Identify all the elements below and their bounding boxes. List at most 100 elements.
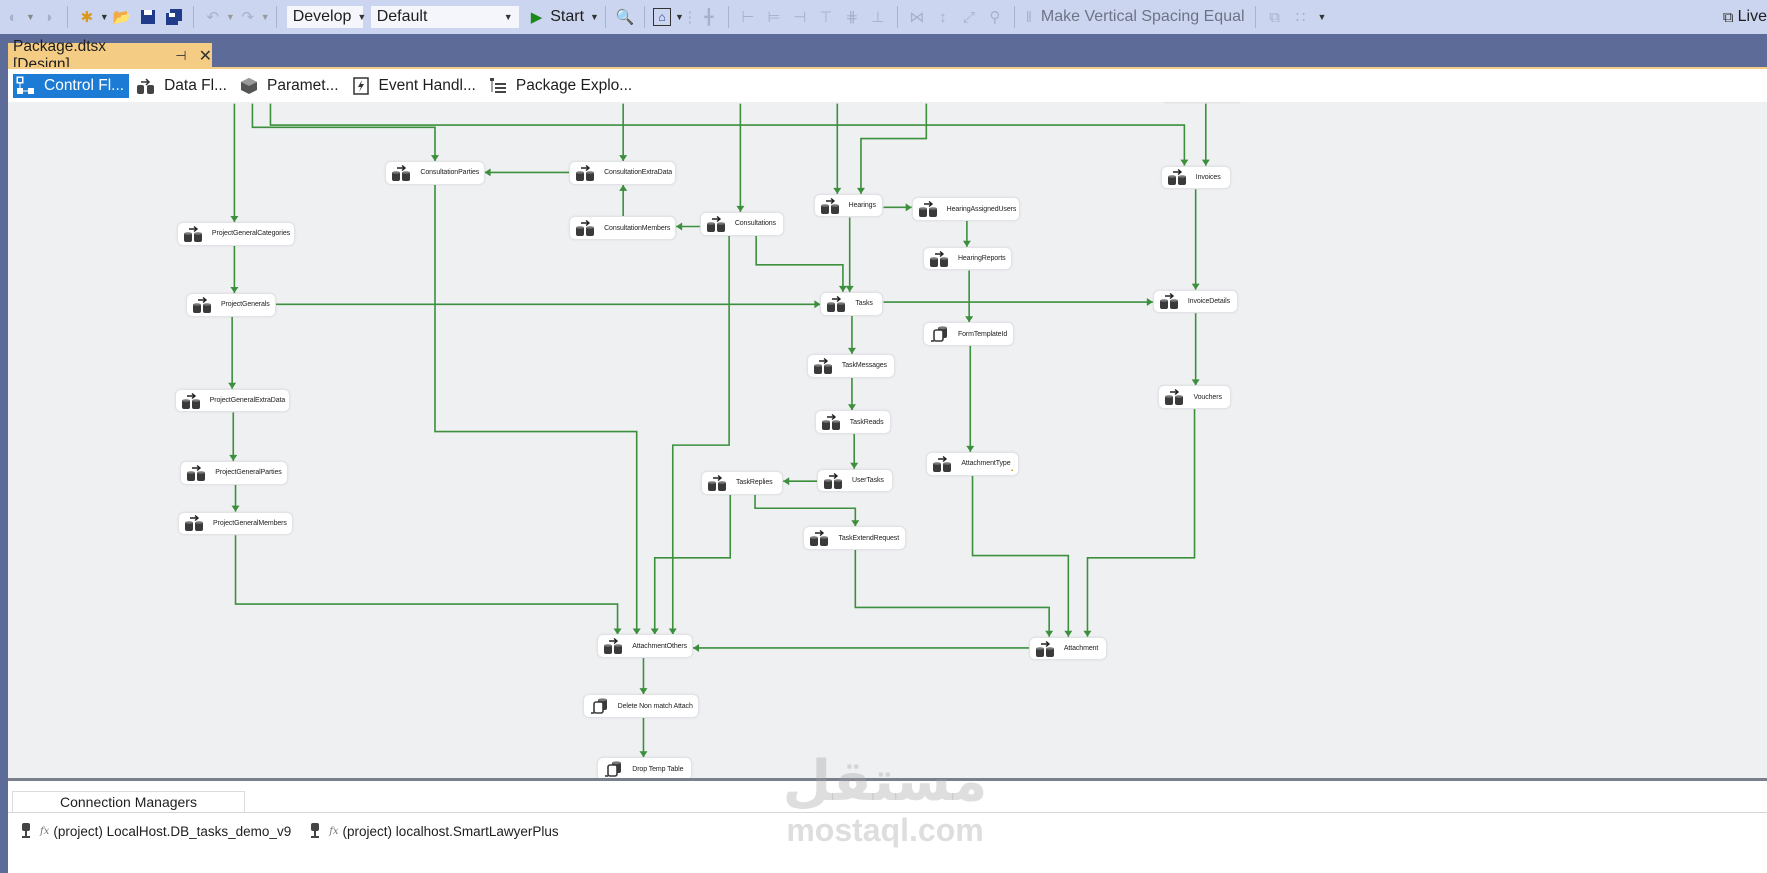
warning-icon[interactable] bbox=[1010, 458, 1013, 472]
align-to-grid-icon[interactable]: ╋ bbox=[704, 9, 714, 26]
align-lefts-icon[interactable]: ⊢ bbox=[741, 9, 755, 26]
task-invoices[interactable]: Invoices bbox=[1160, 165, 1231, 190]
task-hearing-reports[interactable]: HearingReports bbox=[922, 246, 1012, 271]
find-in-files-icon[interactable]: 🔍 bbox=[615, 9, 635, 26]
constraint-arrowhead bbox=[1191, 283, 1200, 290]
home-icon[interactable]: ⌂ bbox=[652, 8, 671, 26]
align-rights-icon[interactable]: ⊣ bbox=[793, 9, 807, 26]
toolbar-overflow-caret[interactable]: ▼ bbox=[1317, 12, 1327, 22]
align-centers-icon[interactable]: ⊨ bbox=[767, 9, 781, 26]
precedence-constraint[interactable] bbox=[434, 184, 638, 635]
precedence-constraint[interactable] bbox=[251, 103, 436, 162]
task-consultation-extra-data[interactable]: ConsultationExtraData bbox=[569, 161, 677, 185]
precedence-constraint[interactable] bbox=[971, 475, 1070, 637]
task-tasks[interactable]: Tasks bbox=[820, 291, 884, 316]
align-bottoms-icon[interactable]: ⊥ bbox=[871, 9, 885, 26]
close-icon[interactable]: ✕ bbox=[198, 47, 212, 65]
undo-icon[interactable]: ↶ bbox=[206, 9, 220, 26]
connection-manager-item[interactable]: fx (project) LocalHost.DB_tasks_demo_v9 bbox=[20, 823, 291, 839]
send-to-back-icon[interactable]: ∷ bbox=[1295, 9, 1306, 26]
make-same-height-icon[interactable]: ↕ bbox=[939, 8, 947, 26]
task-consultations[interactable]: Consultations bbox=[699, 211, 785, 236]
data-flow-task-icon bbox=[933, 455, 953, 472]
align-tops-icon[interactable]: ⊤ bbox=[819, 9, 833, 26]
task-task-extend-request[interactable]: TaskExtendRequest bbox=[803, 526, 907, 550]
task-label: UserTasks bbox=[852, 477, 884, 485]
precedence-constraint[interactable] bbox=[755, 235, 844, 292]
align-middles-icon[interactable]: ⋕ bbox=[845, 9, 859, 26]
task-task-reads[interactable]: TaskReads bbox=[814, 410, 892, 434]
connection-managers-tab[interactable]: Connection Managers bbox=[12, 791, 245, 812]
solution-platform-combo[interactable]: Default▼ bbox=[369, 5, 520, 29]
task-vouchers[interactable]: Vouchers bbox=[1158, 385, 1231, 410]
tab-control-flow[interactable]: Control Fl... bbox=[13, 73, 130, 98]
precedence-constraint[interactable] bbox=[269, 103, 1186, 166]
tab-package-explorer[interactable]: Package Explo... bbox=[485, 74, 637, 98]
task-drop-temp-table[interactable]: Drop Temp Table bbox=[597, 757, 692, 778]
live-share-button[interactable]: ⧉ Live bbox=[1723, 8, 1767, 26]
bring-to-front-icon[interactable]: ⧉ bbox=[1269, 8, 1280, 26]
task-form-template-id[interactable]: FormTemplateId bbox=[922, 322, 1015, 346]
make-same-size-icon[interactable]: ⤢ bbox=[962, 8, 975, 26]
task-delete-non-match-attach[interactable]: Delete Non match Attach bbox=[582, 694, 699, 718]
task-user-tasks[interactable]: UserTasks bbox=[817, 468, 893, 493]
new-project-dropdown-caret[interactable]: ▼ bbox=[99, 12, 109, 22]
task-task-messages[interactable]: TaskMessages bbox=[806, 353, 895, 378]
task-label: ProjectGeneralMembers bbox=[213, 519, 287, 527]
task-label: TaskReads bbox=[849, 418, 884, 426]
tab-parameters[interactable]: Paramet... bbox=[236, 74, 344, 98]
tab-data-flow[interactable]: Data Fl... bbox=[133, 74, 232, 98]
task-invoice-details[interactable]: InvoiceDetails bbox=[1152, 289, 1239, 314]
task-project-general-parties[interactable]: ProjectGeneralParties bbox=[180, 460, 289, 485]
precedence-constraint[interactable] bbox=[860, 103, 928, 194]
task-consultation-parties[interactable]: ConsultationParties bbox=[385, 161, 485, 185]
start-label: Start bbox=[550, 8, 585, 25]
task-attachment[interactable]: Attachment bbox=[1028, 636, 1107, 661]
back-dropdown-caret[interactable]: ▼ bbox=[26, 12, 35, 22]
constraint-arrowhead bbox=[965, 316, 974, 323]
make-same-width-icon[interactable]: ⋈ bbox=[909, 9, 925, 26]
solution-configuration-combo[interactable]: Develop▼ bbox=[285, 5, 366, 29]
new-project-icon[interactable]: ✱ bbox=[80, 9, 94, 26]
save-all-icon[interactable] bbox=[163, 6, 185, 28]
constraint-arrowhead bbox=[783, 477, 790, 486]
connection-manager-item[interactable]: fx (project) localhost.SmartLawyerPlus bbox=[309, 823, 559, 839]
precedence-constraint[interactable] bbox=[754, 494, 857, 527]
task-partially-visible[interactable] bbox=[1160, 102, 1243, 103]
forward-icon[interactable]: ◑ bbox=[43, 8, 53, 26]
toolbar-separator bbox=[66, 6, 68, 28]
redo-icon[interactable]: ↷ bbox=[241, 9, 255, 26]
task-label: Tasks bbox=[855, 300, 873, 308]
constraint-arrowhead bbox=[619, 155, 628, 162]
zoom-to-fit-icon[interactable]: ⚲ bbox=[989, 9, 1001, 26]
task-attachment-others[interactable]: AttachmentOthers bbox=[597, 634, 694, 659]
task-attachment-type[interactable]: AttachmentType bbox=[926, 451, 1019, 476]
task-project-general-members[interactable]: ProjectGeneralMembers bbox=[178, 511, 293, 536]
control-flow-design-surface[interactable]: ConsultationParties ConsultationExtraData… bbox=[8, 102, 1767, 778]
open-file-icon[interactable]: 📂 bbox=[112, 9, 132, 26]
undo-dropdown-caret[interactable]: ▼ bbox=[225, 12, 235, 22]
save-icon[interactable] bbox=[137, 6, 159, 28]
precedence-constraint[interactable] bbox=[653, 494, 732, 635]
task-consultation-members[interactable]: ConsultationMembers bbox=[569, 216, 677, 241]
document-tab-package-design[interactable]: Package.dtsx [Design] ⊣ ✕ bbox=[8, 38, 212, 73]
constraint-arrowhead bbox=[676, 222, 683, 231]
start-button[interactable]: ▶ Start ▼ bbox=[531, 8, 599, 26]
vertical-spacing-icon[interactable]: ‖ bbox=[1025, 8, 1032, 26]
task-project-general-extra-data[interactable]: ProjectGeneralExtraData bbox=[174, 388, 290, 413]
precedence-constraint[interactable] bbox=[671, 235, 730, 635]
precedence-constraint[interactable] bbox=[1086, 409, 1196, 637]
redo-dropdown-caret[interactable]: ▼ bbox=[260, 12, 270, 22]
task-hearing-assigned-users[interactable]: HearingAssignedUsers bbox=[911, 197, 1020, 221]
tab-event-handlers[interactable]: Event Handl... bbox=[348, 74, 481, 98]
task-project-generals[interactable]: ProjectGenerals bbox=[185, 292, 277, 317]
task-project-general-categories[interactable]: ProjectGeneralCategories bbox=[176, 222, 296, 246]
task-hearings[interactable]: Hearings bbox=[813, 193, 884, 218]
back-icon[interactable]: ◐ bbox=[8, 8, 18, 26]
make-vertical-spacing-equal-button[interactable]: Make Vertical Spacing Equal bbox=[1040, 8, 1245, 25]
task-task-replies[interactable]: TaskReplies bbox=[700, 471, 784, 495]
pin-icon[interactable]: ⊣ bbox=[175, 47, 187, 63]
precedence-constraint[interactable] bbox=[234, 535, 619, 635]
toolbar-overflow-caret[interactable]: ▼ bbox=[674, 12, 684, 22]
precedence-constraint[interactable] bbox=[854, 549, 1050, 637]
